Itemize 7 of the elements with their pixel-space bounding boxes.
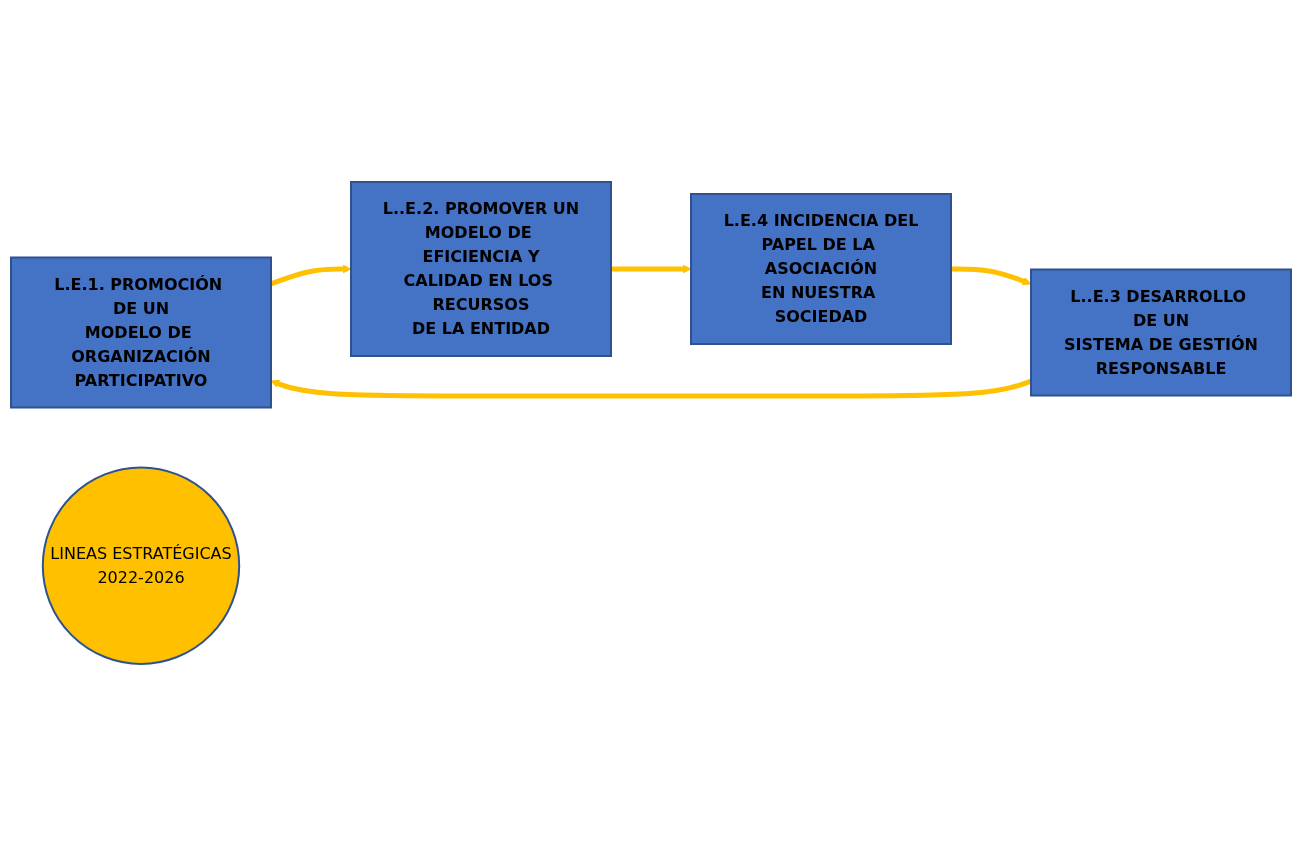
node-box: L.E.1. PROMOCIÓN DE UN MODELO DE ORGANIZACIÓN PARTICIPATIVO (9, 256, 272, 409)
arrow (610, 264, 691, 273)
node-box: L.E.4 INCIDENCIA DEL PAPEL DE LA ASOCIACIÓN EN NUESTRA SOCIEDAD (689, 192, 952, 345)
node-box: L..E.3 DESARROLLO DE UN SISTEMA DE GESTIÓN RESPONSABLE (1029, 268, 1292, 397)
arrow (950, 266, 1031, 285)
node-circle: LINEAS ESTRATÉGICAS 2022-2026 (41, 466, 240, 665)
node-box: L..E.2. PROMOVER UN MODELO DE EFICIENCIA Y CALIDAD EN LOS RECURSOS DE LA ENTIDAD (349, 180, 612, 357)
